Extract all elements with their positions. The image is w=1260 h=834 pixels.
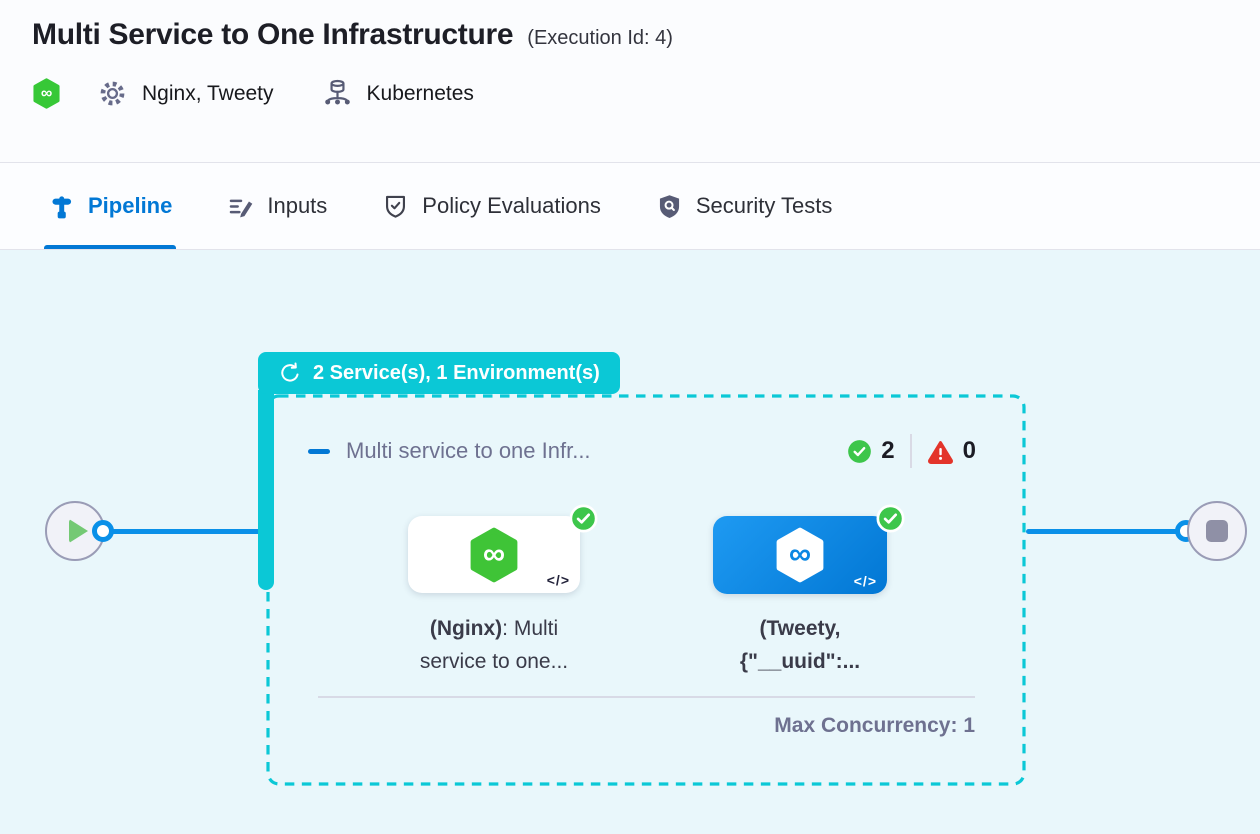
success-check-icon: [847, 439, 872, 464]
tab-pipeline[interactable]: Pipeline: [43, 163, 177, 249]
stage-badge-label: 2 Service(s), 1 Environment(s): [313, 361, 600, 384]
environment-label[interactable]: Kubernetes: [366, 81, 474, 105]
success-badge-icon: [569, 504, 598, 533]
service-label-line1: (Nginx): Multi: [429, 617, 559, 640]
harness-service-icon-white: ∞: [776, 527, 824, 583]
start-port-icon: [92, 520, 114, 542]
edge-start-to-stage: [100, 529, 266, 534]
service-label-line2: {"__uuid":...: [739, 650, 861, 673]
code-icon: </>: [546, 572, 570, 588]
svg-text:∞: ∞: [483, 536, 505, 571]
success-badge-icon: [876, 504, 905, 533]
stage-status-counts: 2 0: [847, 434, 976, 468]
inputs-icon: [227, 193, 254, 220]
harness-cd-icon: ∞: [32, 78, 61, 109]
edge-stage-to-end: [1026, 529, 1188, 534]
service-label-tweety: (Tweety, {"__uuid":...: [690, 612, 910, 678]
policy-shield-check-icon: [382, 193, 409, 220]
tab-inputs[interactable]: Inputs: [227, 163, 327, 249]
service-label-line1: (Tweety,: [759, 617, 841, 640]
page-title: Multi Service to One Infrastructure: [32, 18, 514, 51]
infinity-glyph: ∞: [41, 85, 52, 102]
stage-container[interactable]: Multi service to one Infr... 2: [266, 394, 1026, 786]
play-icon: [68, 519, 88, 543]
counts-divider: [909, 434, 912, 468]
title-row: Multi Service to One Infrastructure (Exe…: [32, 18, 1228, 52]
stage-dashed-border: [266, 394, 1026, 786]
warning-triangle-icon: [927, 439, 954, 464]
tab-policy-evaluations-label: Policy Evaluations: [422, 193, 601, 218]
service-label-nginx: (Nginx): Multi service to one...: [384, 612, 604, 678]
stage-header: Multi service to one Infr... 2: [308, 434, 976, 468]
services-label[interactable]: Nginx, Tweety: [142, 81, 274, 105]
tab-policy-evaluations[interactable]: Policy Evaluations: [382, 163, 601, 249]
pipeline-canvas: 2 Service(s), 1 Environment(s) Multi ser…: [0, 250, 1260, 833]
stop-icon: [1206, 520, 1228, 542]
collapse-icon[interactable]: [308, 448, 330, 454]
execution-tabs: Pipeline Inputs Policy Evaluations: [0, 163, 1260, 250]
stage-footer-divider: [318, 696, 975, 698]
stage-services-badge[interactable]: 2 Service(s), 1 Environment(s): [258, 352, 620, 394]
harness-service-icon-green: ∞: [470, 527, 518, 582]
execution-id: (Execution Id: 4): [527, 27, 673, 49]
meta-row: ∞ Nginx, Tweety Kubernetes: [32, 78, 1228, 109]
failure-count: 0: [962, 437, 976, 464]
success-count: 2: [881, 437, 895, 464]
stage-title: Multi service to one Infr...: [346, 438, 591, 463]
max-concurrency-label: Max Concurrency: 1: [774, 714, 975, 737]
service-card-nginx[interactable]: ∞ </>: [408, 504, 598, 593]
tab-security-tests-label: Security Tests: [695, 193, 833, 218]
gear-icon: [97, 78, 128, 109]
environment-icon: [322, 78, 353, 109]
pipeline-end-node[interactable]: [1187, 501, 1247, 561]
execution-header: Multi Service to One Infrastructure (Exe…: [0, 0, 1260, 163]
service-label-line2: service to one...: [419, 650, 569, 673]
svg-text:∞: ∞: [789, 536, 811, 571]
pipeline-icon: [48, 193, 75, 220]
code-icon: </>: [853, 573, 877, 589]
tab-pipeline-label: Pipeline: [88, 193, 173, 218]
tab-inputs-label: Inputs: [267, 193, 328, 218]
tab-security-tests[interactable]: Security Tests: [656, 163, 833, 249]
service-card-tweety[interactable]: ∞ </>: [713, 504, 905, 594]
stage-accent-bar: [258, 390, 274, 590]
loop-icon: [278, 361, 302, 385]
security-shield-scan-icon: [656, 193, 683, 220]
